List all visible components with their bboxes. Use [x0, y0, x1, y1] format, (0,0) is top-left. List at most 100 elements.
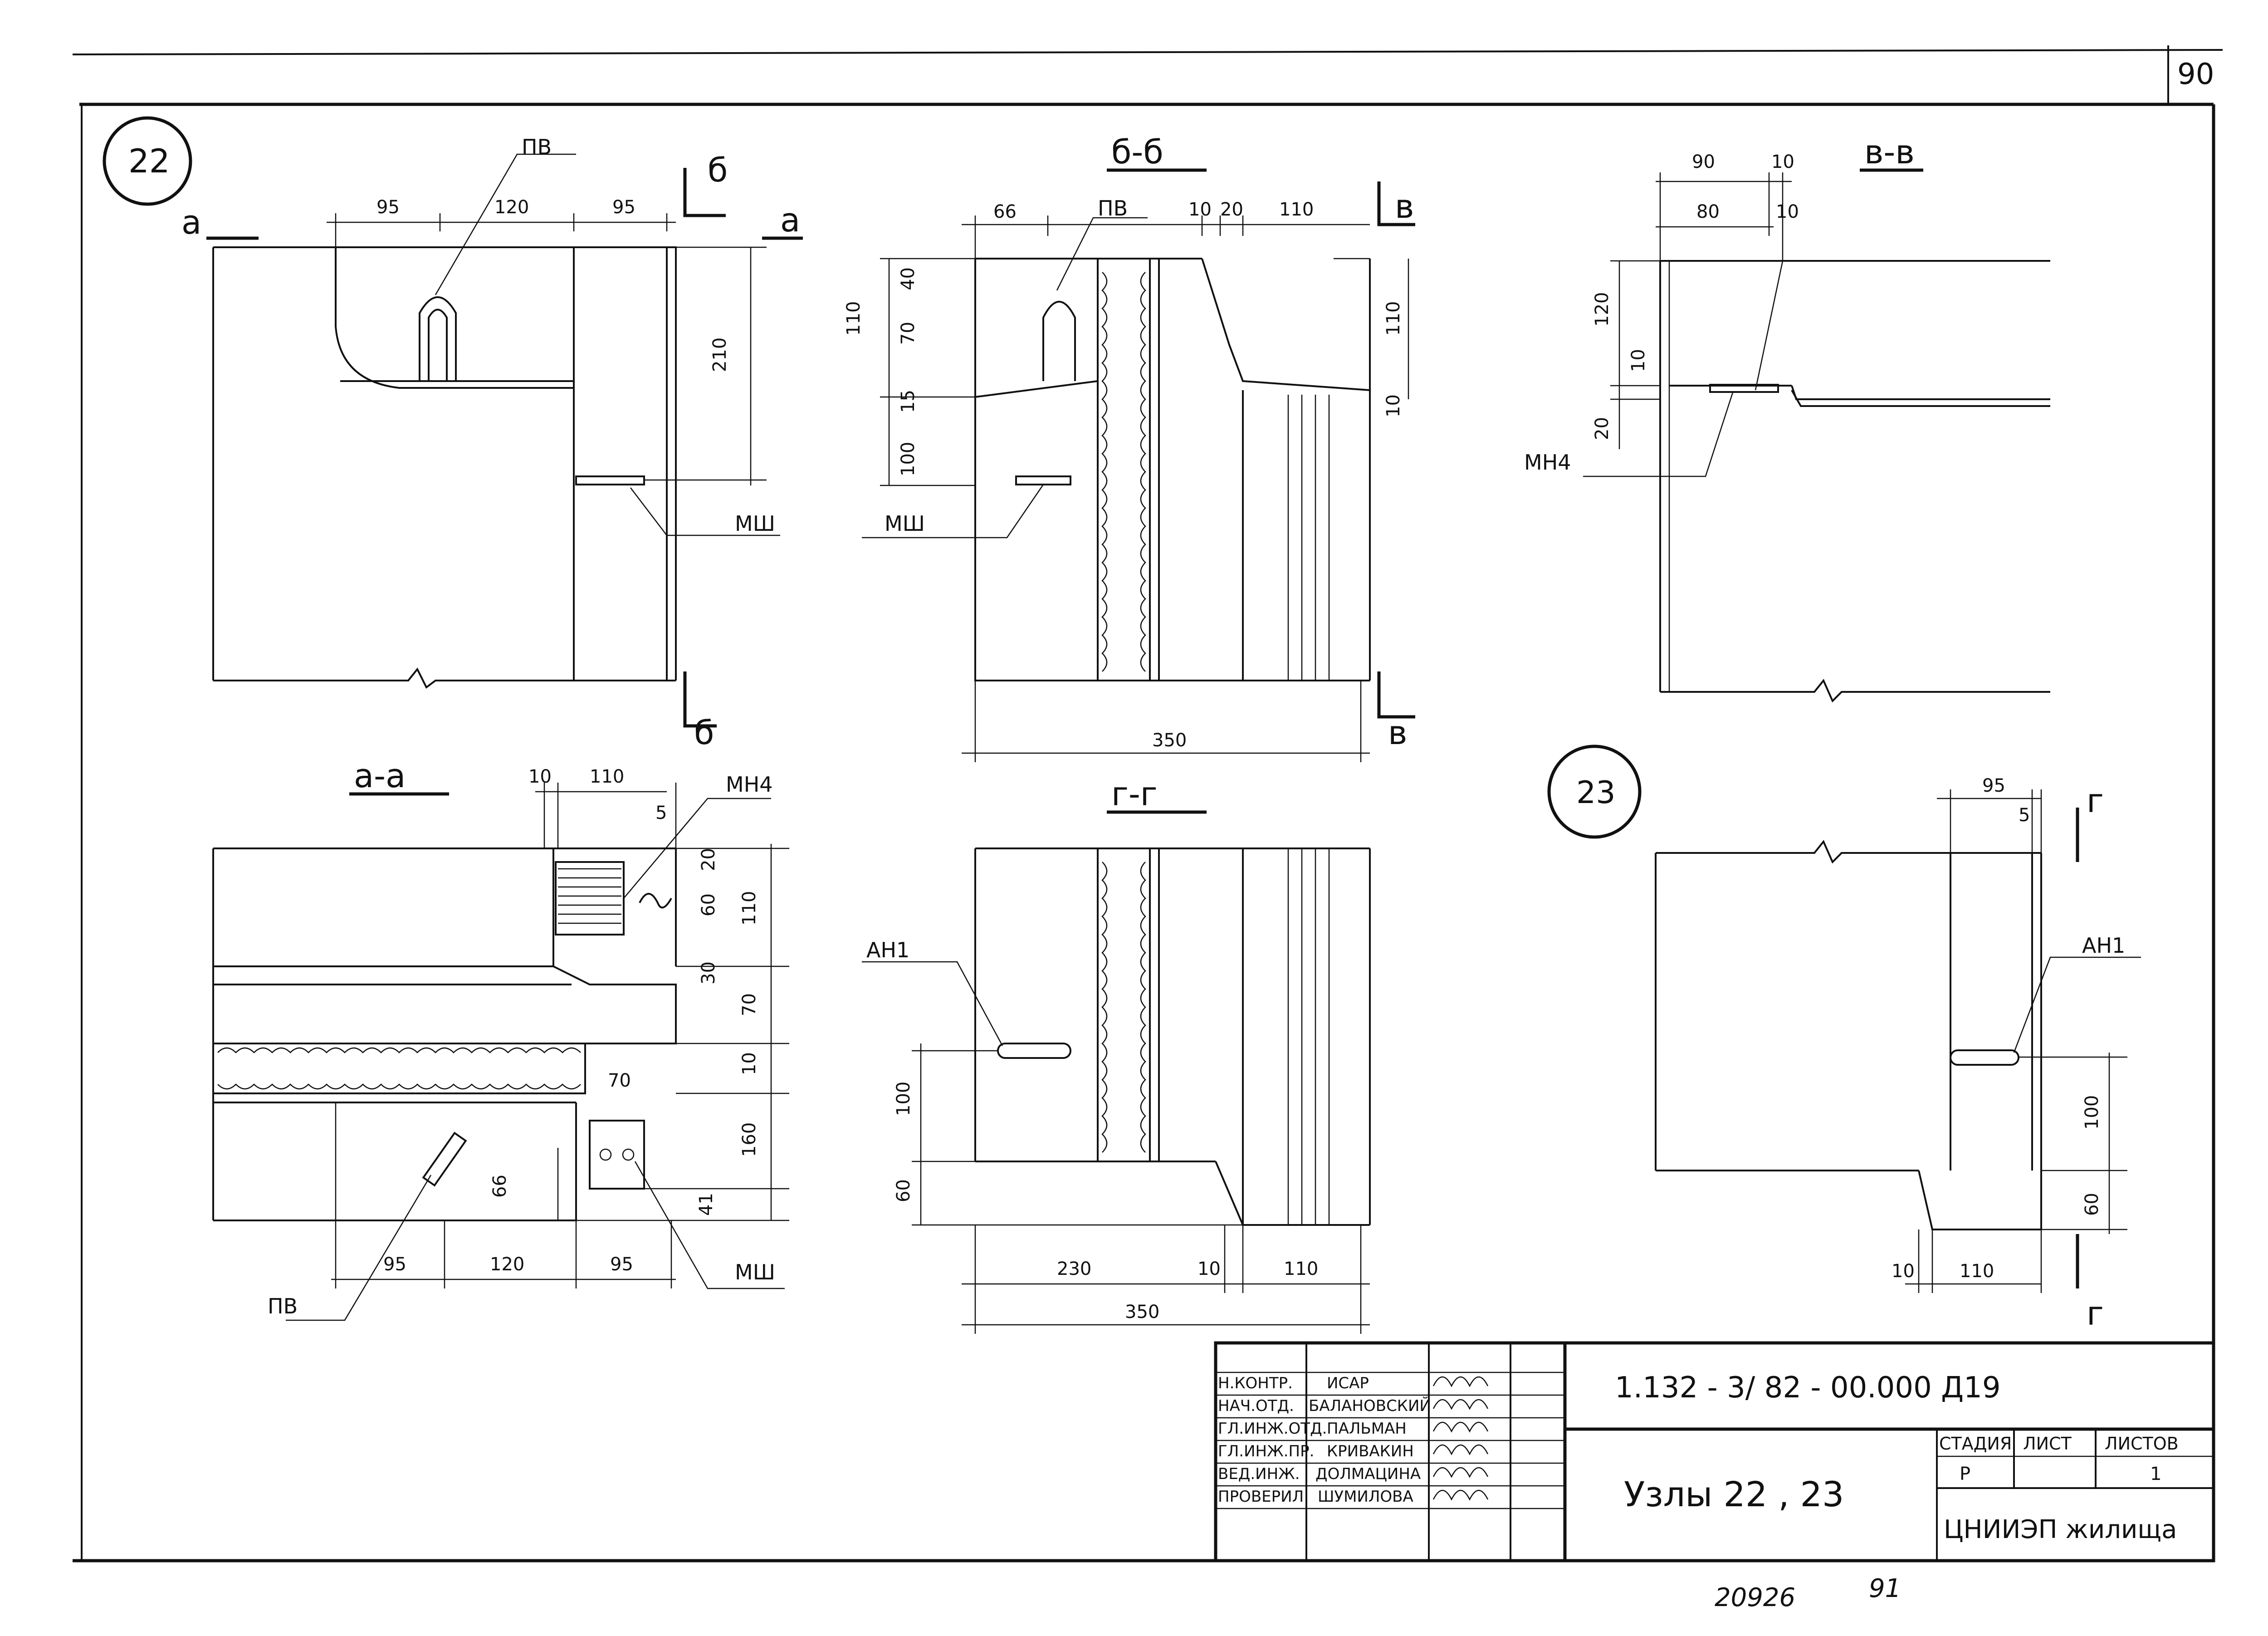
- org-name: ЦНИИЭП жилища: [1944, 1515, 2177, 1544]
- role-label: НАЧ.ОТД.: [1218, 1397, 1294, 1415]
- role-label: ВЕД.ИНЖ.: [1218, 1465, 1300, 1483]
- sheet-frame: [72, 45, 2223, 1563]
- archive-number-suffix: 91: [1869, 1574, 1901, 1603]
- gg-dim-100: 100: [893, 1082, 914, 1116]
- cut-mark-g-bottom: г: [2087, 1294, 2104, 1332]
- section-vv-title: в-в: [1864, 133, 1915, 171]
- section-vv-label-mn4: МН4: [1524, 450, 1571, 475]
- aa-dim-110: 110: [590, 766, 624, 787]
- role-name: ПАЛЬМАН: [1327, 1420, 1407, 1438]
- cut-mark-a-right: а: [780, 201, 800, 239]
- aa-dim-41: 41: [696, 1193, 717, 1216]
- section-gg-title: г-г: [1111, 775, 1158, 813]
- doc-code: 1.132 - 3/ 82 - 00.000 Д19: [1615, 1371, 2001, 1405]
- role-label: ГЛ.ИНЖ.ПР.: [1218, 1442, 1314, 1460]
- section-bb-label-pv: ПВ: [1098, 196, 1128, 220]
- bb-dim-10-right: 10: [1383, 394, 1404, 417]
- node22-dim-95-left: 95: [376, 197, 400, 218]
- bb-dim-350: 350: [1152, 730, 1187, 751]
- aa-dim-120: 120: [490, 1254, 524, 1275]
- cut-mark-a-left: а: [181, 203, 201, 241]
- node22-label-pv: ПВ: [522, 135, 552, 159]
- vv-dim-80: 80: [1696, 201, 1720, 222]
- col-sheets: ЛИСТОВ: [2105, 1434, 2179, 1454]
- node-22-number: 22: [128, 142, 170, 180]
- node-23-marker: [1547, 745, 1642, 839]
- aa-dim-30: 30: [698, 961, 719, 985]
- node22-dim-95-right: 95: [612, 197, 635, 218]
- bb-dim-110: 110: [1279, 199, 1314, 220]
- aa-dim-5: 5: [655, 803, 667, 823]
- col-stage: СТАДИЯ: [1939, 1434, 2012, 1454]
- archive-number: 20926: [1715, 1583, 1795, 1612]
- sheets-value: 1: [2150, 1464, 2161, 1484]
- role-name: ШУМИЛОВА: [1318, 1488, 1413, 1506]
- node22-dim-120: 120: [494, 197, 529, 218]
- aa-dim-70-h: 70: [608, 1070, 631, 1091]
- bb-dim-110-v: 110: [843, 301, 864, 336]
- section-gg-label-an1: АН1: [866, 938, 909, 962]
- node-22-marker: [103, 116, 192, 206]
- bb-dim-40: 40: [898, 267, 919, 290]
- gg-dim-60: 60: [893, 1179, 914, 1202]
- vv-dim-120: 120: [1592, 292, 1613, 327]
- section-gg: [862, 810, 1371, 1334]
- role-name: ИСАР: [1327, 1374, 1369, 1392]
- stage-value: Р: [1960, 1464, 1970, 1484]
- node23-dim-60: 60: [2082, 1193, 2102, 1216]
- aa-dim-60: 60: [698, 893, 719, 916]
- bb-dim-20: 20: [1220, 199, 1243, 220]
- section-aa-title: а-а: [354, 757, 406, 795]
- aa-dim-95-right: 95: [610, 1254, 633, 1275]
- aa-dim-10-v: 10: [739, 1052, 760, 1075]
- node23-dim-5: 5: [2019, 805, 2030, 826]
- aa-dim-10: 10: [528, 766, 552, 787]
- gg-dim-350: 350: [1125, 1302, 1159, 1323]
- section-aa-label-msh: МШ: [735, 1260, 775, 1284]
- section-aa-label-pv: ПВ: [268, 1294, 298, 1318]
- section-bb: [862, 168, 1415, 762]
- aa-dim-20: 20: [698, 848, 719, 871]
- gg-dim-230: 230: [1057, 1259, 1091, 1279]
- title-block-roles: Н.КОНТР. ИСАР НАЧ.ОТД. БАЛАНОВСКИЙ ГЛ.ИН…: [1218, 1374, 1431, 1506]
- cut-mark-v-top: в: [1395, 187, 1414, 225]
- mn4-hatch: [558, 868, 621, 924]
- node23-dim-10: 10: [1892, 1261, 1915, 1282]
- node-22-plan: 22: [103, 116, 803, 728]
- role-label: ГЛ.ИНЖ.ОТД.: [1218, 1420, 1327, 1438]
- bb-dim-66: 66: [993, 201, 1017, 222]
- vv-dim-20: 20: [1592, 417, 1613, 440]
- title-block: [1214, 1341, 2215, 1563]
- node23-dim-100: 100: [2082, 1095, 2102, 1130]
- section-bb-label-msh: МШ: [885, 511, 925, 536]
- aa-dim-70: 70: [739, 993, 760, 1016]
- gg-dim-10: 10: [1198, 1259, 1221, 1279]
- role-name: БАЛАНОВСКИЙ: [1309, 1396, 1431, 1415]
- vv-dim-10-top: 10: [1771, 152, 1794, 172]
- bb-dim-100: 100: [898, 442, 919, 476]
- vv-dim-10-mid: 10: [1776, 201, 1799, 222]
- vv-dim-90: 90: [1692, 152, 1715, 172]
- section-bb-title: б-б: [1111, 133, 1163, 171]
- cut-mark-b-top: б: [708, 151, 728, 189]
- signatures: [1432, 1376, 1489, 1501]
- node-23-number: 23: [1576, 775, 1616, 811]
- section-vv: [1583, 168, 2050, 703]
- bb-dim-15: 15: [898, 390, 919, 413]
- aa-dim-160: 160: [739, 1122, 760, 1157]
- section-aa-label-mn4: МН4: [726, 772, 773, 797]
- aa-dim-95-left: 95: [383, 1254, 406, 1275]
- page-number: 90: [2177, 58, 2214, 91]
- cut-mark-v-bottom: в: [1388, 714, 1407, 752]
- cut-mark-b-bottom: б: [694, 714, 714, 752]
- bb-dim-10: 10: [1188, 199, 1212, 220]
- node23-dim-95: 95: [1982, 775, 2005, 796]
- role-label: ПРОВЕРИЛ: [1218, 1488, 1304, 1506]
- role-name: КРИВАКИН: [1327, 1442, 1414, 1460]
- cut-mark-g-top: г: [2087, 782, 2104, 820]
- gg-dim-110: 110: [1284, 1259, 1318, 1279]
- node22-label-msh: МШ: [735, 511, 775, 536]
- aa-dim-110-v: 110: [739, 891, 760, 926]
- node23-label-an1: АН1: [2082, 933, 2125, 958]
